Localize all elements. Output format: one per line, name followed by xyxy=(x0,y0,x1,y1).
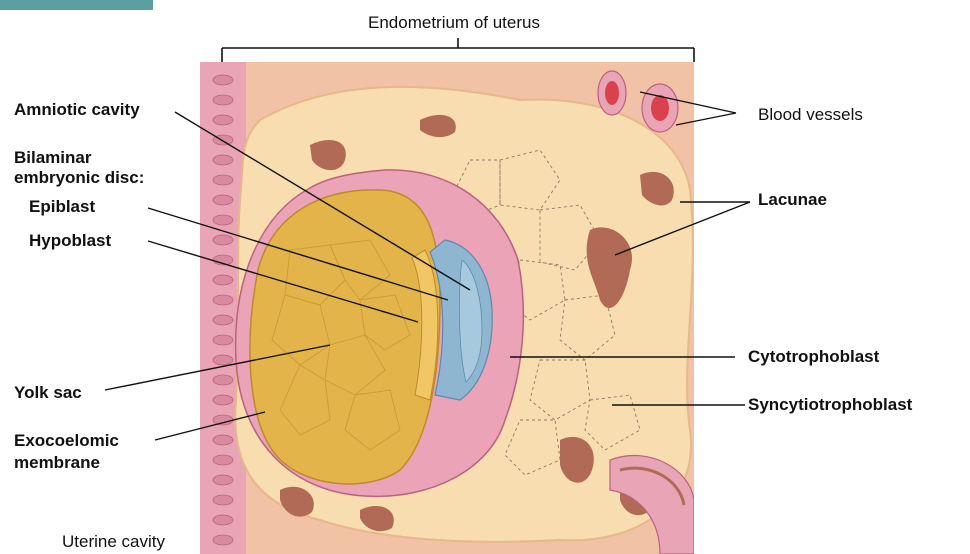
endometrium-label: Endometrium of uterus xyxy=(368,13,540,33)
yolk-sac xyxy=(250,190,440,484)
exocoelomic-label-line1: Exocoelomic xyxy=(14,431,119,451)
lacunae-label: Lacunae xyxy=(758,190,827,210)
blood-vessels-label: Blood vessels xyxy=(758,105,863,125)
yolk-sac-label: Yolk sac xyxy=(14,383,82,403)
exocoelomic-label-line2: membrane xyxy=(14,453,100,473)
hypoblast-label: Hypoblast xyxy=(29,231,111,251)
cytotrophoblast-label: Cytotrophoblast xyxy=(748,347,879,367)
bilaminar-label-line1: Bilaminar xyxy=(14,148,91,168)
syncytiotrophoblast-label: Syncytiotrophoblast xyxy=(748,395,912,415)
bilaminar-label-line2: embryonic disc: xyxy=(14,168,144,188)
uterine-cavity-label: Uterine cavity xyxy=(62,532,165,552)
amniotic-cavity-label: Amniotic cavity xyxy=(14,100,140,120)
epiblast-label: Epiblast xyxy=(29,197,95,217)
endometrium-bracket xyxy=(222,38,694,62)
